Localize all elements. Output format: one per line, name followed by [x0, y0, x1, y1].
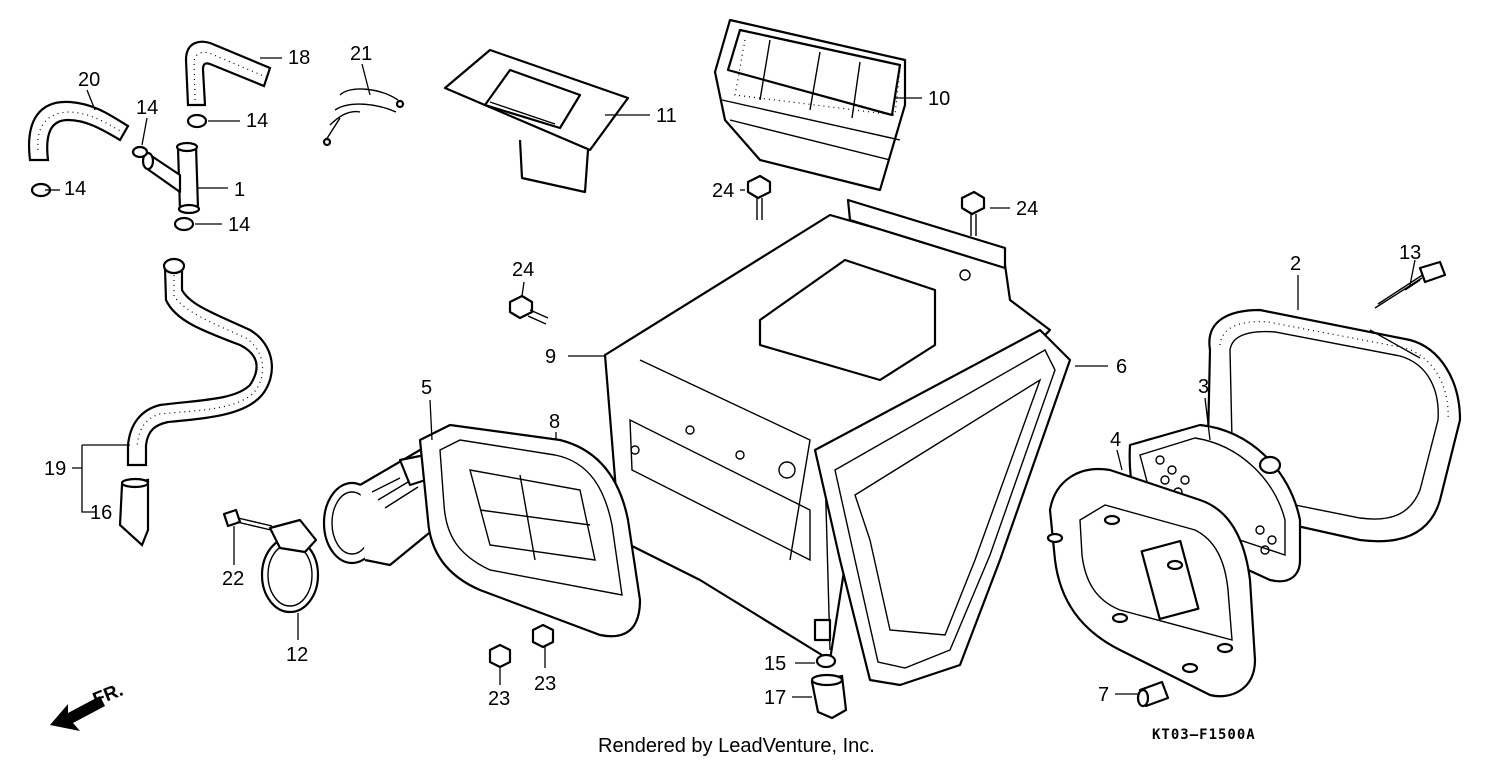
- callout-8: 8: [549, 411, 560, 433]
- callout-19: 19: [44, 458, 66, 480]
- leader-lines: [45, 57, 1421, 698]
- bolt-part-22: [222, 508, 273, 531]
- tube-part-16: [118, 477, 150, 547]
- t-joint-part-1: [141, 141, 201, 215]
- funnel-part-10: [713, 18, 907, 192]
- callout-14c: 14: [64, 178, 86, 200]
- callout-10: 10: [928, 88, 950, 110]
- front-label: FR.: [90, 680, 126, 711]
- callout-2: 2: [1290, 253, 1301, 275]
- callout-16: 16: [90, 502, 112, 524]
- callout-5: 5: [421, 377, 432, 399]
- hose-part-20: [27, 100, 130, 162]
- seal-part-6: [813, 328, 1072, 687]
- callout-11: 11: [656, 105, 677, 127]
- nut-part-23: [488, 623, 555, 669]
- callout-23a: 23: [488, 688, 510, 710]
- cap-part-17: [810, 673, 848, 720]
- callout-21: 21: [350, 43, 372, 65]
- callout-1: 1: [234, 179, 245, 201]
- callout-22: 22: [222, 568, 244, 590]
- front-arrow-icon: [50, 696, 105, 731]
- plate-part-4: [1046, 467, 1257, 698]
- hose-part-18: [184, 40, 272, 107]
- callout-14d: 14: [228, 214, 250, 236]
- callout-18: 18: [288, 47, 310, 69]
- airbox-part-9: [603, 198, 1052, 662]
- callout-6: 6: [1116, 356, 1127, 378]
- callout-4: 4: [1110, 429, 1121, 451]
- base-part-8: [418, 423, 642, 638]
- cover-part-11: [443, 48, 630, 194]
- hose-part-19: [126, 257, 273, 467]
- callout-24b: 24: [1016, 198, 1038, 220]
- wing-bolt-part-13: [1374, 260, 1447, 309]
- callout-23b: 23: [534, 673, 556, 695]
- callout-17: 17: [764, 687, 786, 709]
- callout-3: 3: [1198, 376, 1209, 398]
- collar-part-7: [1136, 680, 1170, 708]
- clip-part-15: [815, 653, 837, 669]
- footer-credit: Rendered by LeadVenture, Inc.: [598, 735, 875, 757]
- callout-7: 7: [1098, 684, 1109, 706]
- callout-14a: 14: [136, 97, 158, 119]
- callout-20: 20: [78, 69, 100, 91]
- band-part-12: [260, 518, 320, 614]
- callout-14b: 14: [246, 110, 268, 132]
- callout-15: 15: [764, 653, 786, 675]
- callout-24a: 24: [712, 180, 734, 202]
- callout-9: 9: [545, 346, 556, 368]
- callout-13: 13: [1399, 242, 1421, 264]
- front-direction-indicator: FR.: [50, 680, 126, 731]
- callout-24c: 24: [512, 259, 534, 281]
- diagram-code: KT03—F1500A: [1152, 727, 1256, 743]
- callout-12: 12: [286, 644, 308, 666]
- callouts: 1 2 3 4 5 6 7 8 9 10 11 12 13 14 14 14 1…: [44, 43, 1421, 710]
- clamp-part-21: [322, 88, 405, 147]
